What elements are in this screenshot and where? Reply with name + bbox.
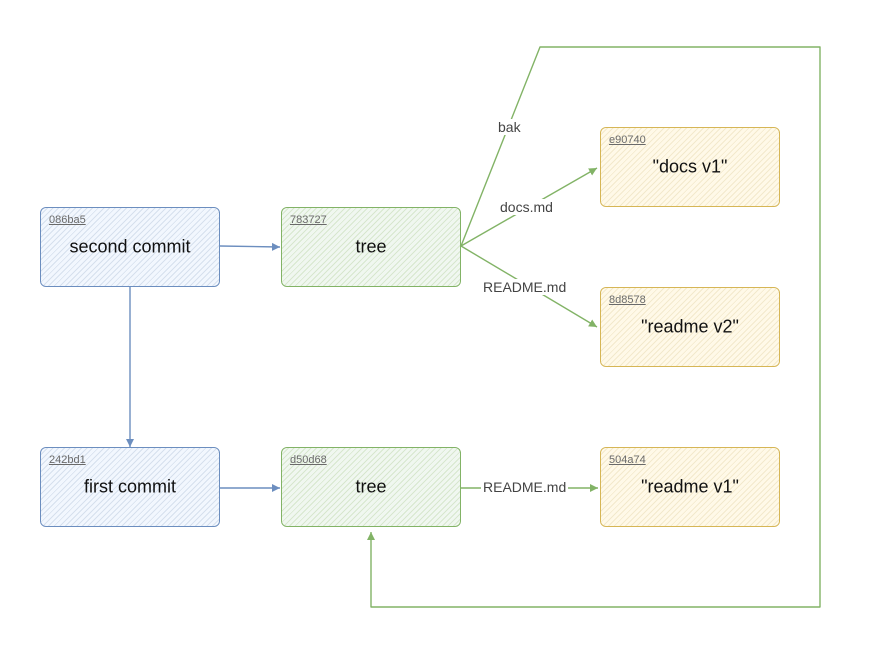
edge-label-bak: bak: [496, 119, 523, 135]
hatch-fill: [601, 128, 779, 206]
node-label: second commit: [69, 236, 191, 257]
edge-second-commit-to-tree: [219, 242, 281, 251]
hatch-fill: [282, 448, 460, 526]
object-hash: 8d8578: [609, 294, 646, 306]
object-hash: d50d68: [290, 454, 327, 466]
edge-label-docs-md: docs.md: [498, 199, 555, 215]
hatch-fill: [41, 448, 219, 526]
tree-node-d50d68[interactable]: d50d68 tree: [281, 447, 461, 527]
blob-node-docs-v1[interactable]: e90740 "docs v1": [600, 127, 780, 207]
blob-node-readme-v2[interactable]: 8d8578 "readme v2": [600, 287, 780, 367]
hatch-fill: [601, 288, 779, 366]
commit-node-first[interactable]: 242bd1 first commit: [40, 447, 220, 527]
hatch-fill: [282, 208, 460, 286]
node-label: tree: [355, 236, 387, 257]
node-label: "readme v1": [641, 476, 739, 497]
object-hash: 242bd1: [49, 454, 86, 466]
tree-node-783727[interactable]: 783727 tree: [281, 207, 461, 287]
node-label: "docs v1": [652, 156, 728, 177]
commit-node-second[interactable]: 086ba5 second commit: [40, 207, 220, 287]
object-hash: e90740: [609, 134, 646, 146]
edge-bak-tree-to-tree: [367, 46, 821, 608]
hatch-fill: [601, 448, 779, 526]
object-hash: 783727: [290, 214, 327, 226]
node-label: first commit: [84, 476, 176, 497]
blob-node-readme-v1[interactable]: 504a74 "readme v1": [600, 447, 780, 527]
edge-label-readme-md-top: README.md: [481, 279, 569, 295]
edge-label-readme-md-bottom: README.md: [481, 479, 569, 495]
node-label: "readme v2": [641, 316, 739, 337]
object-hash: 086ba5: [49, 214, 86, 226]
object-hash: 504a74: [609, 454, 646, 466]
node-label: tree: [355, 476, 387, 497]
hatch-fill: [41, 208, 219, 286]
